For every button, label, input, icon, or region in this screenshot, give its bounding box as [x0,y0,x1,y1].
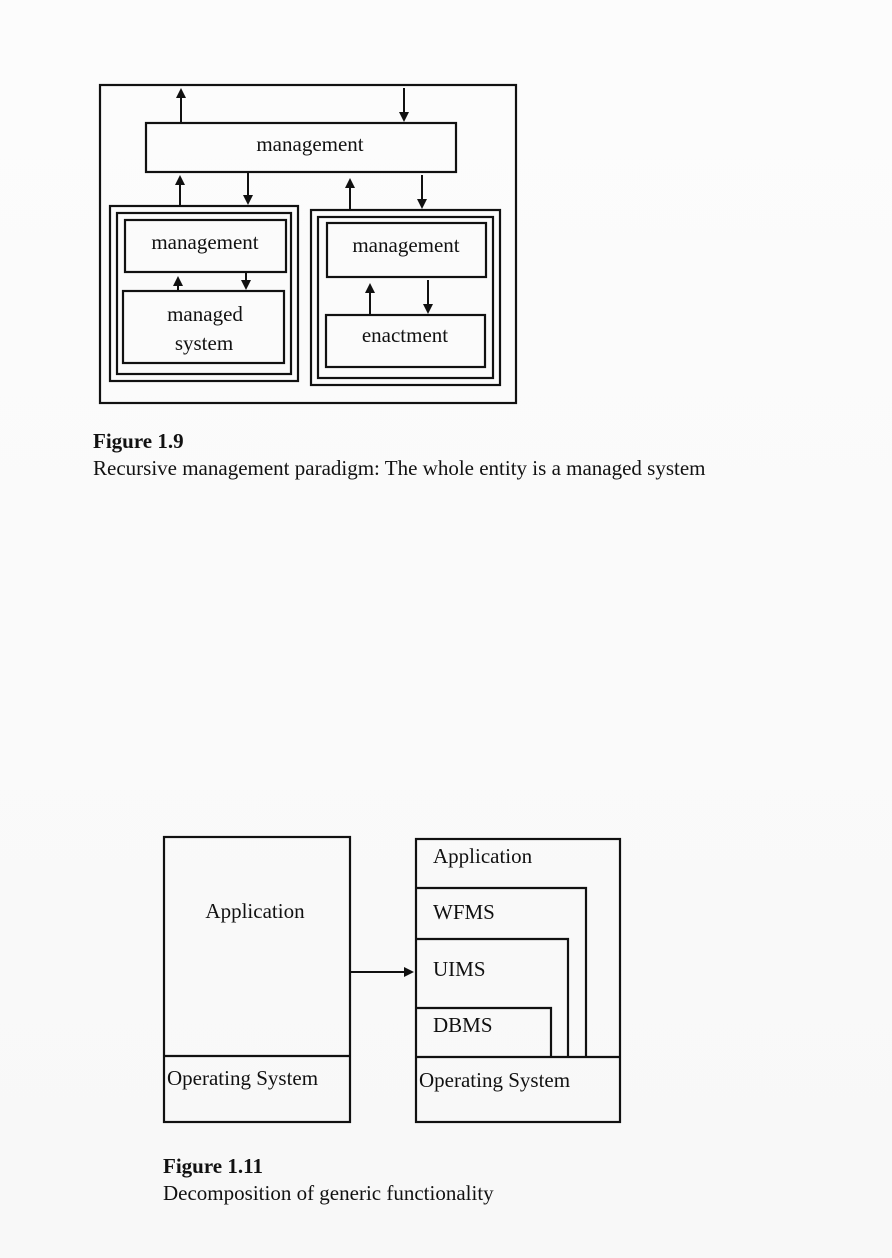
outer-entity-box [98,83,518,405]
left-application-label: Application [205,899,305,923]
wfms-layer-outline [416,886,588,1057]
dbms-label: DBMS [433,1013,493,1037]
right-management-label: management [352,233,459,257]
left-managed-label-line2: system [175,331,233,355]
left-stack-box [162,835,352,1124]
right-stack-box [414,837,622,1124]
left-subsystem-outer [108,204,300,383]
figure-1-9-caption: Figure 1.9 Recursive management paradigm… [93,428,706,482]
right-subsystem-outer [309,208,502,387]
right-management-box [325,221,488,279]
left-management-box [123,218,288,274]
left-management-label: management [151,230,258,254]
right-subsystem-inner [316,215,495,380]
uims-layer-outline [416,937,570,1057]
figure-1-11-label: Figure 1.11 [163,1154,263,1178]
right-enactment-box [324,313,487,369]
right-application-label: Application [433,844,533,868]
figure-1-9-diagram: management management managed system man… [98,83,518,405]
top-management-label: management [256,132,363,156]
dbms-layer-outline [416,1006,553,1057]
uims-label: UIMS [433,957,486,981]
left-os-label: Operating System [167,1066,318,1090]
top-management-box [144,121,458,174]
figure-1-9-caption-text: Recursive management paradigm: The whole… [93,456,706,480]
figure-1-9-label: Figure 1.9 [93,429,184,453]
figure-1-11-caption-text: Decomposition of generic functionality [163,1181,494,1205]
left-subsystem-inner [115,211,293,376]
figure-1-11-caption: Figure 1.11 Decomposition of generic fun… [163,1153,494,1207]
right-enactment-label: enactment [362,323,448,347]
left-managed-label-line1: managed [167,302,243,326]
left-managed-system-box [121,289,286,365]
wfms-label: WFMS [433,900,495,924]
right-os-label: Operating System [419,1068,570,1092]
figure-1-11-diagram: Application Operating System Application… [162,835,622,1124]
